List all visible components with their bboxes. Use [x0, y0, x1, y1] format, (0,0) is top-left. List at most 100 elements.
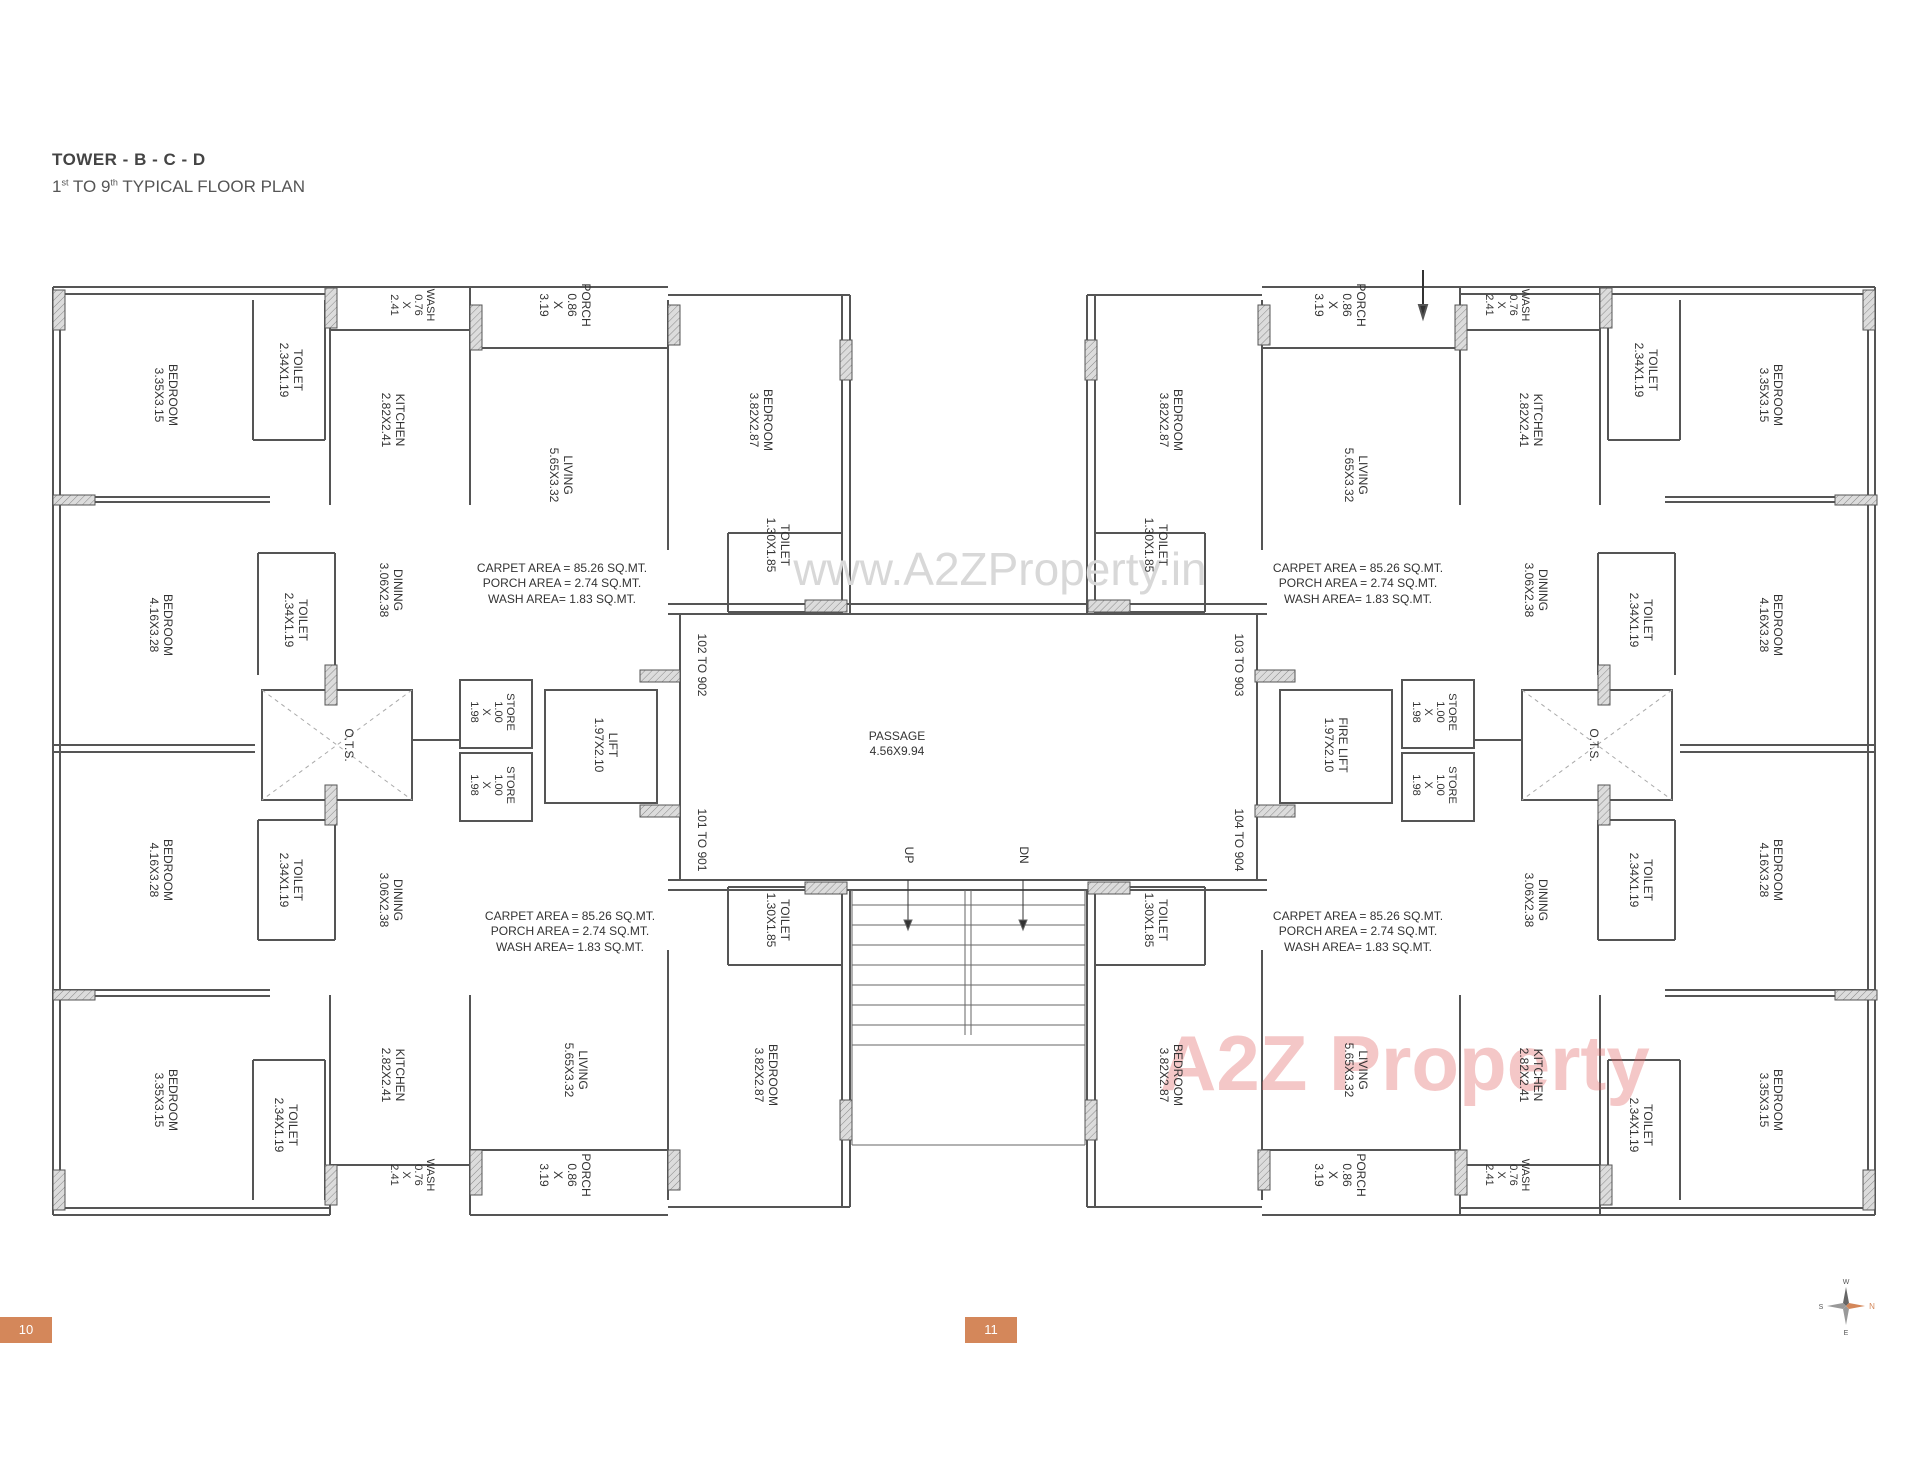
plan-subtitle: 1st TO 9th TYPICAL FLOOR PLAN — [52, 177, 305, 196]
structural-columns — [52, 287, 1878, 1211]
svg-text:1.97X2.10: 1.97X2.10 — [592, 718, 606, 773]
svg-text:X: X — [1326, 301, 1340, 309]
svg-text:BEDROOM: BEDROOM — [1171, 389, 1185, 451]
area-block-lb: CARPET AREA = 85.26 SQ.MT.PORCH AREA = 2… — [485, 909, 655, 954]
ots-rt: O.T.S. — [1587, 728, 1601, 761]
svg-text:4.16X3.28: 4.16X3.28 — [1757, 843, 1771, 898]
svg-text:BEDROOM: BEDROOM — [1771, 839, 1785, 901]
right-wing-walls — [1086, 270, 1876, 1216]
svg-text:TOILET: TOILET — [1641, 1104, 1655, 1146]
svg-text:1.98: 1.98 — [1410, 774, 1422, 795]
svg-text:BEDROOM: BEDROOM — [166, 1069, 180, 1131]
svg-text:3.06X2.38: 3.06X2.38 — [377, 873, 391, 928]
svg-text:FIRE LIFT: FIRE LIFT — [1336, 717, 1350, 773]
svg-text:3.19: 3.19 — [537, 1163, 551, 1187]
page-number-right: 11 — [965, 1317, 1017, 1343]
svg-text:X: X — [1422, 708, 1434, 716]
svg-text:BEDROOM: BEDROOM — [1771, 364, 1785, 426]
svg-text:5.65X3.32: 5.65X3.32 — [547, 448, 561, 503]
svg-text:STORE: STORE — [1446, 693, 1458, 731]
svg-text:TOILET: TOILET — [778, 899, 792, 941]
svg-text:5.65X3.32: 5.65X3.32 — [562, 1043, 576, 1098]
svg-text:1.00: 1.00 — [492, 701, 504, 722]
compass-icon: W E S N — [1819, 1279, 1875, 1337]
svg-text:O.T.S.: O.T.S. — [342, 728, 356, 761]
svg-text:BEDROOM: BEDROOM — [166, 364, 180, 426]
svg-text:A2Z Property: A2Z Property — [1160, 1019, 1650, 1107]
svg-text:STORE: STORE — [504, 766, 516, 804]
svg-text:3.35X3.15: 3.35X3.15 — [1757, 368, 1771, 423]
svg-text:103 TO 903: 103 TO 903 — [1232, 634, 1246, 697]
svg-text:2.34X1.19: 2.34X1.19 — [1627, 1098, 1641, 1153]
svg-text:TOILET: TOILET — [1646, 349, 1660, 391]
svg-text:2.41: 2.41 — [1483, 1164, 1495, 1185]
svg-text:1.30X1.85: 1.30X1.85 — [764, 518, 778, 573]
svg-text:2.34X1.19: 2.34X1.19 — [277, 853, 291, 908]
unit-label-103: 103 TO 903 — [1232, 634, 1246, 697]
svg-text:TOILET: TOILET — [1641, 599, 1655, 641]
svg-text:WASH AREA= 1.83 SQ.MT.: WASH AREA= 1.83 SQ.MT. — [496, 940, 644, 954]
svg-text:X: X — [551, 1171, 565, 1179]
svg-text:1.98: 1.98 — [468, 701, 480, 722]
svg-text:3.06X2.38: 3.06X2.38 — [1522, 873, 1536, 928]
svg-text:WASH: WASH — [424, 289, 436, 322]
svg-text:2.34X1.19: 2.34X1.19 — [272, 1098, 286, 1153]
svg-text:X: X — [400, 301, 412, 309]
svg-text:TOILET: TOILET — [1156, 899, 1170, 941]
svg-text:X: X — [480, 781, 492, 789]
svg-text:X: X — [400, 1171, 412, 1179]
svg-text:WASH AREA= 1.83 SQ.MT.: WASH AREA= 1.83 SQ.MT. — [488, 592, 636, 606]
ots-lt: O.T.S. — [342, 728, 356, 761]
svg-text:BEDROOM: BEDROOM — [161, 594, 175, 656]
svg-text:0.76: 0.76 — [412, 1164, 424, 1185]
svg-text:0.76: 0.76 — [1507, 1164, 1519, 1185]
svg-text:N: N — [1869, 1302, 1875, 1311]
svg-text:X: X — [1495, 1171, 1507, 1179]
svg-text:BEDROOM: BEDROOM — [766, 1044, 780, 1106]
svg-text:LIVING: LIVING — [1356, 1050, 1370, 1089]
svg-text:1.98: 1.98 — [468, 774, 480, 795]
svg-text:STORE: STORE — [504, 693, 516, 731]
svg-text:TOILET: TOILET — [296, 599, 310, 641]
svg-text:0.86: 0.86 — [1340, 293, 1354, 317]
svg-text:O.T.S.: O.T.S. — [1587, 728, 1601, 761]
svg-text:0.76: 0.76 — [412, 294, 424, 315]
svg-text:2.34X1.19: 2.34X1.19 — [277, 343, 291, 398]
svg-text:BEDROOM: BEDROOM — [761, 389, 775, 451]
svg-text:3.35X3.15: 3.35X3.15 — [1757, 1073, 1771, 1128]
svg-text:X: X — [1422, 781, 1434, 789]
svg-text:104 TO 904: 104 TO 904 — [1232, 809, 1246, 872]
svg-text:CARPET AREA = 85.26 SQ.MT.: CARPET AREA = 85.26 SQ.MT. — [1273, 561, 1443, 575]
svg-text:3.35X3.15: 3.35X3.15 — [152, 1073, 166, 1128]
svg-text:2.82X2.41: 2.82X2.41 — [1517, 1048, 1531, 1103]
svg-text:3.82X2.87: 3.82X2.87 — [747, 393, 761, 448]
svg-text:PORCH: PORCH — [1354, 283, 1368, 326]
svg-text:0.86: 0.86 — [1340, 1163, 1354, 1187]
svg-text:4.56X9.94: 4.56X9.94 — [870, 744, 925, 758]
svg-text:KITCHEN: KITCHEN — [1531, 394, 1545, 447]
svg-text:101 TO 901: 101 TO 901 — [695, 809, 709, 872]
svg-text:3.19: 3.19 — [537, 293, 551, 317]
svg-text:LIFT: LIFT — [606, 733, 620, 758]
svg-text:0.76: 0.76 — [1507, 294, 1519, 315]
svg-text:0.86: 0.86 — [565, 293, 579, 317]
